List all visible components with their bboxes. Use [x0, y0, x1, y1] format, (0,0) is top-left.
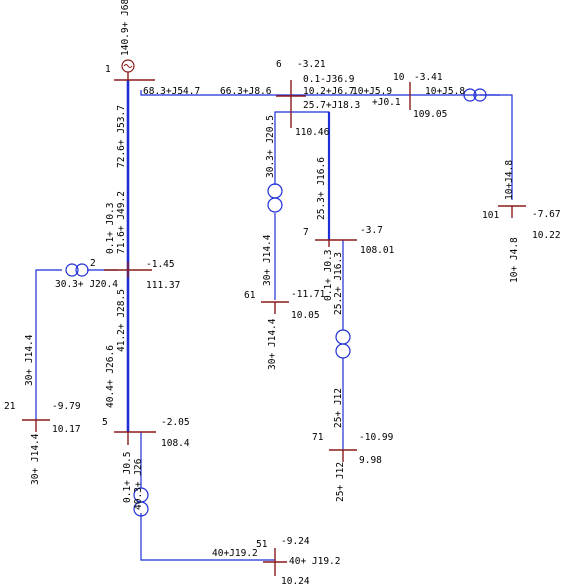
- flow-21-a: 30+ J14.4: [24, 334, 35, 386]
- bus-2-angle: -1.45: [146, 259, 175, 270]
- flow-2-5-a: 41.2+ J28.5: [116, 289, 127, 352]
- bus-61-angle: -11.71: [291, 289, 326, 300]
- bus-6-angle: -3.21: [297, 59, 326, 70]
- bus-7-id: 7: [303, 227, 309, 238]
- bus-1-id: 1: [105, 64, 111, 75]
- bus-71-voltage: 9.98: [359, 455, 382, 466]
- flow-7-b: 25.2+ J16.3: [333, 252, 344, 315]
- flow-10-a: +J0.1: [372, 97, 401, 108]
- bus-2-voltage: 111.37: [146, 280, 181, 291]
- bus-5-angle: -2.05: [161, 417, 190, 428]
- bus-6-id: 6: [276, 59, 282, 70]
- line-6-61: [274, 111, 291, 185]
- flow-1-6-a: 68.3+J54.7: [143, 86, 201, 97]
- flow-5-a: 0.1+ J0.5: [122, 451, 133, 503]
- bus-7-angle: -3.7: [360, 225, 383, 236]
- bus-10-voltage: 109.05: [413, 109, 448, 120]
- flow-5-b: 40.3+ J26: [133, 458, 144, 510]
- line-21: [35, 269, 62, 420]
- buses: [22, 72, 526, 576]
- generator-icon: [121, 59, 135, 73]
- bus-71-angle: -10.99: [359, 432, 394, 443]
- bus-2-id: 2: [90, 258, 96, 269]
- flow-6-a: 0.1-J36.9: [303, 74, 355, 85]
- transformer-2-21-icon: [65, 263, 89, 277]
- bus-21-angle: -9.79: [52, 401, 81, 412]
- flow-2-a: 0.1+ J0.3: [105, 202, 116, 254]
- flow-6-7: 25.3+ J16.6: [316, 157, 327, 220]
- flow-51-a: 40+J19.2: [212, 548, 258, 559]
- flow-101: 10+ J4.8: [509, 237, 520, 283]
- transformers: [65, 88, 487, 517]
- flow-71-b: 25+ J12: [335, 461, 346, 502]
- flow-61-b: 30+ J14.4: [267, 318, 278, 370]
- generator-output: 140.9+ J68.4: [120, 0, 131, 56]
- bus-5-id: 5: [102, 417, 108, 428]
- bus-61-id: 61: [244, 290, 256, 301]
- bus-51-angle: -9.24: [281, 536, 310, 547]
- flow-10-b: 10+J5.8: [425, 86, 466, 97]
- flow-6-b: 10.2+J6.7: [303, 86, 355, 97]
- flow-21-b: 30+ J14.4: [30, 433, 41, 485]
- bus-51-id: 51: [256, 539, 268, 550]
- flow-1-2: 72.6+ J53.7: [116, 105, 127, 168]
- bus-21-voltage: 10.17: [52, 424, 81, 435]
- line-10-101: [480, 94, 513, 200]
- flow-2-21: 30.3+ J20.4: [55, 279, 118, 290]
- bus-51-voltage: 10.24: [281, 576, 310, 587]
- transformer-10-icon: [463, 88, 487, 102]
- transformer-5-51-icon: [133, 487, 149, 517]
- transformer-7-71-icon: [335, 329, 351, 359]
- flow-6-c: 10+J5.9: [352, 86, 393, 97]
- bus-21-id: 21: [4, 401, 16, 412]
- bus-5-voltage: 108.4: [161, 438, 190, 449]
- transformer-6-61-icon: [267, 183, 283, 213]
- bus-10-angle: -3.41: [414, 72, 443, 83]
- bus-71-id: 71: [312, 432, 324, 443]
- flow-51-b: 40+ J19.2: [289, 556, 341, 567]
- flow-2-5-b: 40.4+ J26.6: [105, 345, 116, 408]
- flow-2-b: 71.6+ J49.2: [116, 191, 127, 254]
- flow-10-101: 10+J4.8: [504, 159, 515, 200]
- flow-61-a: 30+ J14.4: [262, 234, 273, 286]
- flow-71-a: 25+ J12: [333, 387, 344, 428]
- bus-10-id: 10: [393, 72, 405, 83]
- flow-1-6-b: 66.3+J8.6: [220, 86, 272, 97]
- line-1-6: [140, 90, 500, 96]
- bus-7-voltage: 108.01: [360, 245, 395, 256]
- bus-61-voltage: 10.05: [291, 310, 320, 321]
- flow-6-61: 30.3+ J20.5: [265, 115, 276, 178]
- bus-101-id: 101: [482, 210, 500, 221]
- bus-101-angle: -7.67: [532, 209, 561, 220]
- line-5-51-b: [140, 513, 275, 561]
- bus-6-voltage: 110.46: [295, 127, 330, 138]
- bus-101-voltage: 10.22: [532, 230, 561, 241]
- flow-6-d: 25.7+J18.3: [303, 100, 361, 111]
